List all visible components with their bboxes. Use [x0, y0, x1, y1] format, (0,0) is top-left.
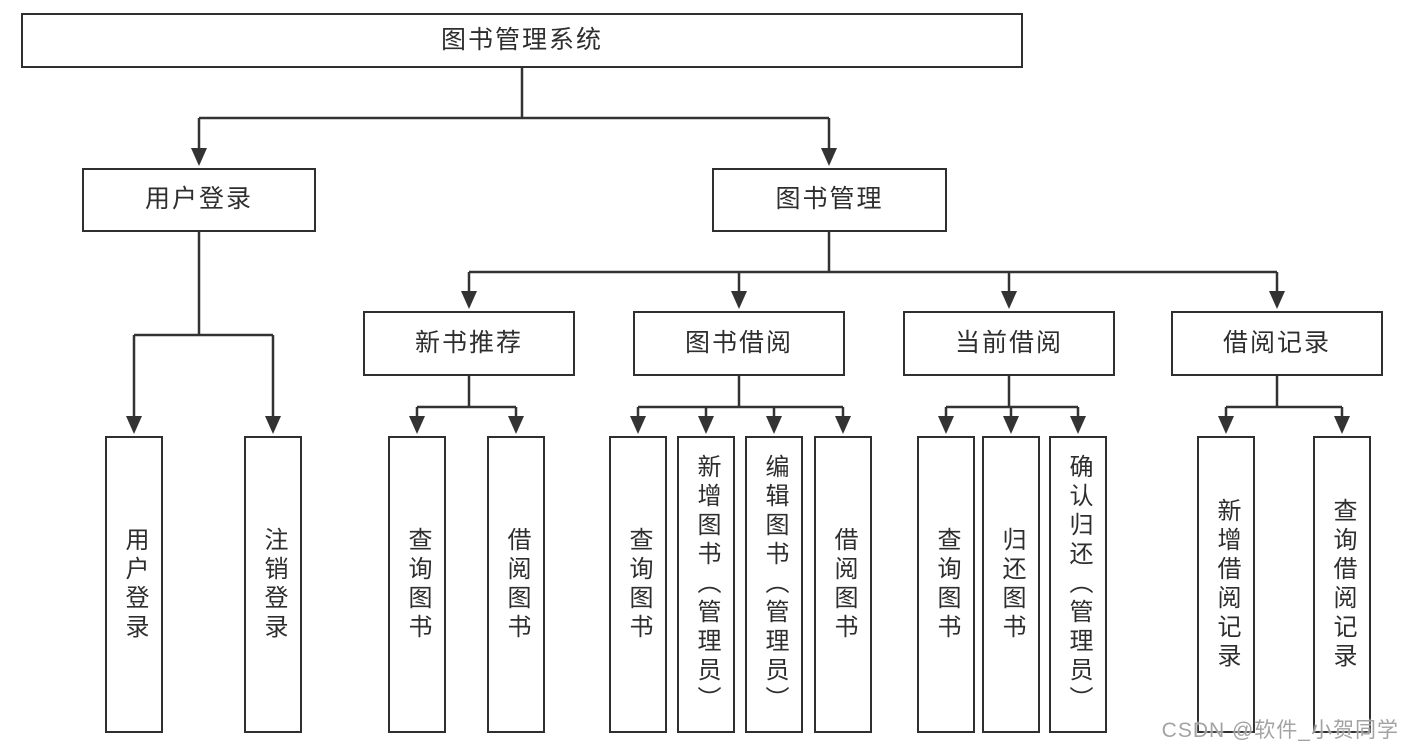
- node-label: 图书管理: [775, 185, 884, 214]
- arrow-icon: [1070, 416, 1086, 434]
- leaf-logout: 注销登录: [244, 436, 302, 733]
- watermark: CSDN @软件_小贺同学: [1161, 719, 1399, 742]
- leaf-newbook-borrow: 借阅图书: [487, 436, 545, 733]
- arrow-icon: [731, 291, 747, 309]
- leaf-label: 新增借阅记录: [1213, 497, 1240, 672]
- connector-root-to-level2: [197, 68, 831, 152]
- leaf-label: 编辑图书（管理员）: [761, 454, 788, 715]
- node-borrow-record: 借阅记录: [1171, 311, 1383, 376]
- arrow-icon: [1003, 416, 1019, 434]
- leaf-label: 用户登录: [121, 526, 148, 643]
- arrow-icon: [630, 416, 646, 434]
- arrow-icon: [766, 416, 782, 434]
- arrow-icon: [1334, 416, 1350, 434]
- leaf-borrow-add-admin: 新增图书（管理员）: [677, 436, 735, 733]
- arrow-icon: [835, 416, 851, 434]
- connector-borrowrecord-to-leaves: [1224, 376, 1344, 420]
- arrow-icon: [461, 291, 477, 309]
- arrow-icon: [1218, 416, 1234, 434]
- arrow-icon: [126, 416, 142, 434]
- node-label: 新书推荐: [414, 328, 523, 357]
- node-label: 用户登录: [144, 185, 253, 214]
- arrow-icon: [938, 416, 954, 434]
- arrow-icon: [1001, 291, 1017, 309]
- connector-userlogin-to-leaves: [132, 232, 275, 420]
- node-book-management: 图书管理: [712, 168, 947, 232]
- leaf-label: 查询图书: [625, 526, 652, 643]
- node-book-borrow: 图书借阅: [633, 311, 845, 376]
- leaf-borrow-edit-admin: 编辑图书（管理员）: [745, 436, 803, 733]
- leaf-label: 查询图书: [933, 526, 960, 643]
- node-current-borrow: 当前借阅: [903, 311, 1115, 376]
- leaf-label: 借阅图书: [503, 526, 530, 643]
- node-label: 图书借阅: [684, 328, 793, 357]
- leaf-record-query: 查询借阅记录: [1313, 436, 1371, 733]
- arrow-icon: [1269, 291, 1285, 309]
- leaf-label: 查询图书: [404, 526, 431, 643]
- arrowheads: [126, 148, 1350, 434]
- leaf-borrow-book: 借阅图书: [814, 436, 872, 733]
- arrow-icon: [821, 148, 837, 166]
- leaf-label: 新增图书（管理员）: [693, 454, 720, 715]
- leaf-borrow-query: 查询图书: [609, 436, 667, 733]
- node-user-login: 用户登录: [82, 168, 316, 232]
- arrow-icon: [698, 416, 714, 434]
- connector-bookborrow-to-leaves: [636, 376, 845, 420]
- leaf-newbook-query: 查询图书: [388, 436, 446, 733]
- connector-newbook-to-leaves: [415, 376, 518, 420]
- connector-bookmgmt-to-level3: [467, 232, 1279, 295]
- leaf-current-confirm-admin: 确认归还（管理员）: [1049, 436, 1107, 733]
- node-label: 借阅记录: [1222, 328, 1331, 357]
- leaf-current-query: 查询图书: [917, 436, 975, 733]
- leaf-label: 借阅图书: [830, 526, 857, 643]
- leaf-label: 注销登录: [260, 526, 287, 643]
- arrow-icon: [409, 416, 425, 434]
- arrow-icon: [265, 416, 281, 434]
- connector-currentborrow-to-leaves: [944, 376, 1080, 420]
- leaf-label: 确认归还（管理员）: [1065, 454, 1092, 715]
- node-new-book-recommend: 新书推荐: [363, 311, 575, 376]
- node-label: 图书管理系统: [440, 25, 603, 54]
- node-label: 当前借阅: [954, 328, 1063, 357]
- leaf-current-return: 归还图书: [982, 436, 1040, 733]
- node-root-system: 图书管理系统: [21, 13, 1023, 68]
- leaf-record-add: 新增借阅记录: [1197, 436, 1255, 733]
- leaf-label: 查询借阅记录: [1329, 497, 1356, 672]
- leaf-user-login: 用户登录: [105, 436, 163, 733]
- leaf-label: 归还图书: [998, 526, 1025, 643]
- arrow-icon: [508, 416, 524, 434]
- arrow-icon: [191, 148, 207, 166]
